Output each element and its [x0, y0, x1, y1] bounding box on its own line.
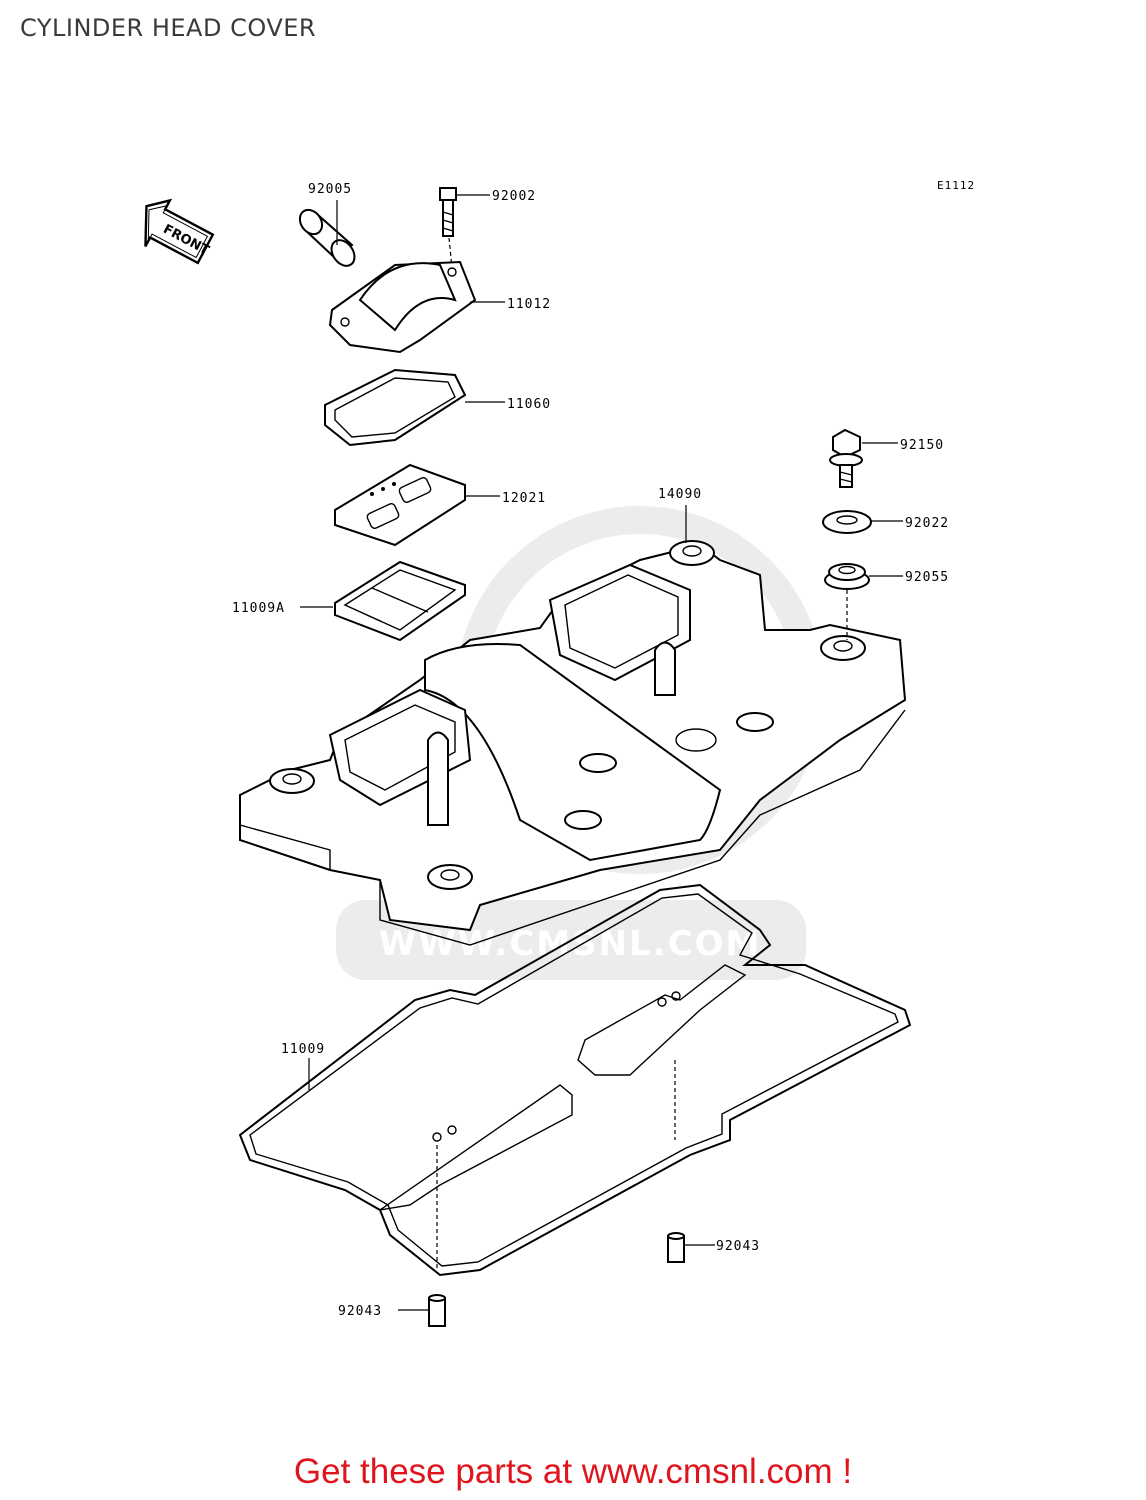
label-92055: 92055 [905, 570, 949, 585]
part-14090-cylinder-head-cover [239, 540, 907, 946]
label-12021: 12021 [502, 491, 546, 506]
label-11009: 11009 [281, 1042, 325, 1057]
part-92005-cap [298, 208, 356, 267]
label-11012: 11012 [507, 297, 551, 312]
page-title: CYLINDER HEAD COVER [20, 14, 317, 42]
label-92043-left: 92043 [338, 1304, 382, 1319]
part-12021-reed-plate [334, 463, 466, 547]
label-92150: 92150 [900, 438, 944, 453]
part-11009A-gasket [334, 560, 466, 642]
label-14090: 14090 [658, 487, 702, 502]
label-92002: 92002 [492, 189, 536, 204]
watermark-text: WWW.CMSNL.COM [379, 924, 762, 964]
part-11009-head-cover-gasket [238, 883, 912, 1277]
label-92022: 92022 [905, 516, 949, 531]
part-92043-dowel-left [428, 1294, 446, 1327]
part-92043-dowel-right [667, 1232, 685, 1263]
part-92022-washer [822, 510, 872, 534]
label-11060: 11060 [507, 397, 551, 412]
diagram-code: E1112 [937, 179, 975, 192]
part-92055-grommet [824, 563, 870, 590]
part-92150-bolt [829, 428, 863, 488]
part-11060-gasket [324, 368, 467, 447]
label-11009A: 11009A [232, 601, 285, 616]
part-92002-bolt [439, 187, 457, 237]
label-92005: 92005 [308, 182, 352, 197]
part-11012-breather-cover [328, 260, 477, 354]
shop-link[interactable]: Get these parts at www.cmsnl.com ! [293, 1452, 853, 1491]
label-92043-right: 92043 [716, 1239, 760, 1254]
front-arrow-icon: FRONT [144, 198, 215, 265]
